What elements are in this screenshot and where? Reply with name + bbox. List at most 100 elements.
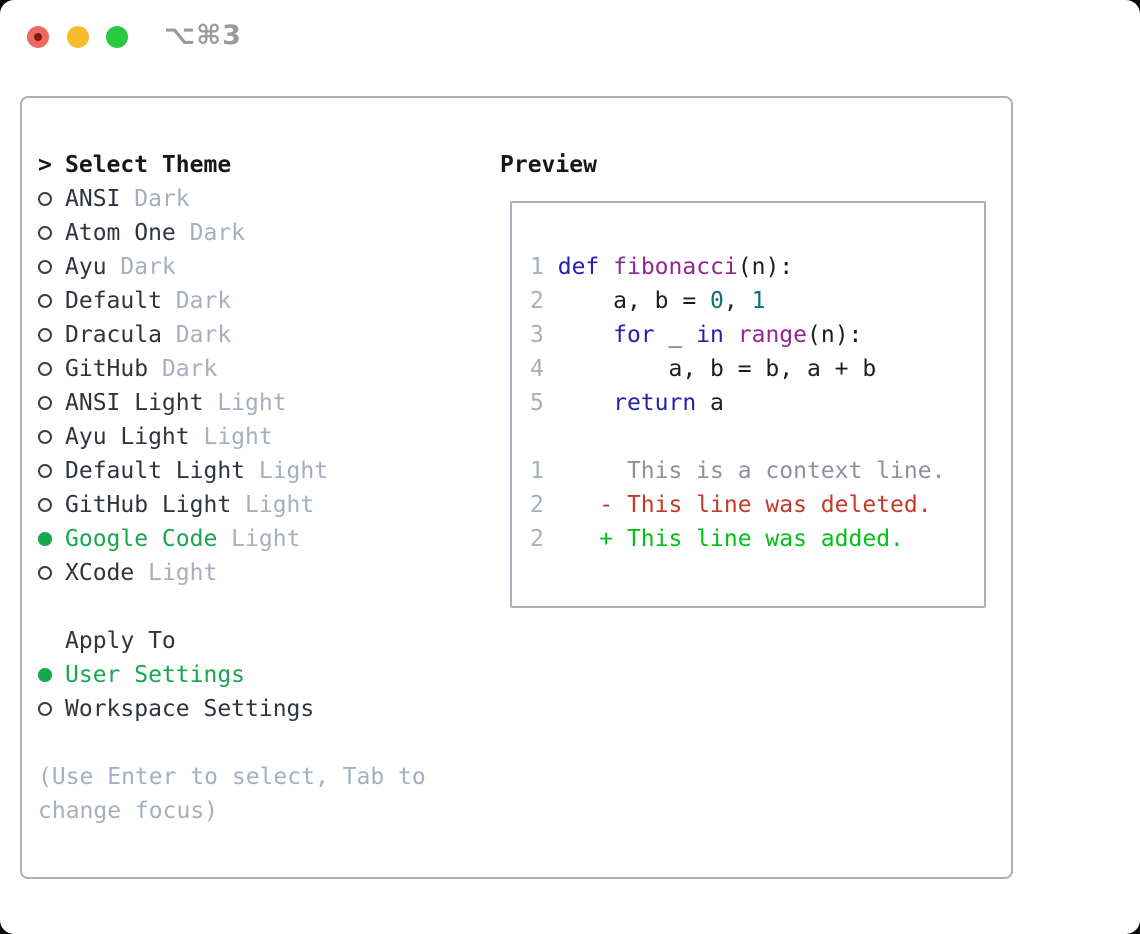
radio-icon — [38, 294, 52, 308]
window-title: ⌥⌘3 — [164, 20, 242, 51]
theme-option-google-code[interactable]: Google Code Light — [38, 522, 498, 556]
code-segment: , — [723, 288, 752, 314]
line-number: 1 — [530, 458, 544, 484]
radio-selected-icon — [38, 532, 52, 546]
theme-name: Default — [65, 288, 162, 314]
code-segment: 0 — [710, 288, 724, 314]
code-segment: - This line was deleted. — [543, 492, 932, 518]
theme-name: ANSI Light — [65, 390, 204, 416]
theme-option-github[interactable]: GitHub Dark — [38, 352, 498, 386]
apply-option-label: User Settings — [65, 662, 246, 688]
titlebar: ⌥⌘3 — [0, 0, 1140, 74]
apply-option-user-settings[interactable]: User Settings — [38, 658, 498, 692]
theme-name: Ayu — [65, 254, 107, 280]
theme-name: GitHub — [65, 356, 149, 382]
theme-variant: Dark — [175, 220, 246, 246]
code-line: 5 return a — [530, 386, 945, 420]
theme-option-dracula[interactable]: Dracula Dark — [38, 318, 498, 352]
code-segment: a, b = b, a + b — [543, 356, 877, 382]
theme-variant: Dark — [120, 186, 190, 212]
code-segment — [544, 390, 613, 416]
apply-option-label: Workspace Settings — [65, 696, 315, 722]
radio-icon — [38, 226, 52, 240]
theme-name: Google Code — [65, 526, 218, 552]
keyboard-hint-line-2: change focus) — [38, 798, 219, 824]
minimize-button[interactable] — [67, 26, 89, 48]
apply-option-workspace-settings[interactable]: Workspace Settings — [38, 692, 498, 726]
code-segment: return — [613, 390, 697, 416]
code-segment: + This line was added. — [543, 526, 904, 552]
line-number: 3 — [530, 322, 544, 348]
apply-to-heading: Apply To — [38, 624, 498, 658]
theme-variant: Light — [245, 458, 329, 484]
theme-option-atom-one[interactable]: Atom One Dark — [38, 216, 498, 250]
radio-icon — [38, 260, 52, 274]
spacer — [38, 726, 498, 760]
theme-option-ayu[interactable]: Ayu Dark — [38, 250, 498, 284]
keyboard-hint-line-1: (Use Enter to select, Tab to — [38, 764, 426, 790]
code-segment: (n): — [807, 322, 863, 348]
radio-icon — [38, 192, 52, 206]
line-number: 2 — [530, 288, 544, 314]
code-line: 2 a, b = 0, 1 — [530, 284, 945, 318]
radio-icon — [38, 362, 52, 376]
theme-variant: Light — [134, 560, 218, 586]
code-segment: range — [737, 322, 808, 348]
theme-name: GitHub Light — [65, 492, 232, 518]
theme-option-github-light[interactable]: GitHub Light Light — [38, 488, 498, 522]
theme-name: Dracula — [65, 322, 162, 348]
theme-name: Default Light — [65, 458, 246, 484]
code-segment: for — [613, 322, 655, 348]
code-segment — [724, 322, 738, 348]
code-line: 4 a, b = b, a + b — [530, 352, 945, 386]
prompt-caret: > — [38, 152, 52, 178]
code-segment — [544, 254, 558, 280]
theme-name: XCode — [65, 560, 135, 586]
code-segment: This is a context line. — [543, 458, 946, 484]
code-line: 1 def fibonacci(n): — [530, 250, 945, 284]
radio-icon — [38, 430, 52, 444]
theme-name: ANSI — [65, 186, 121, 212]
radio-icon — [38, 498, 52, 512]
code-line: 1 This is a context line. — [530, 454, 945, 488]
theme-option-default-light[interactable]: Default Light Light — [38, 454, 498, 488]
code-segment: _ — [654, 322, 697, 348]
theme-name: Ayu Light — [65, 424, 190, 450]
radio-selected-icon — [38, 668, 52, 682]
radio-icon — [38, 702, 52, 716]
theme-variant: Dark — [161, 322, 232, 348]
line-number: 2 — [530, 526, 544, 552]
code-blank-line — [530, 420, 945, 454]
code-segment: (n): — [737, 254, 794, 280]
code-segment: a, b = — [543, 288, 711, 314]
theme-variant: Light — [203, 390, 287, 416]
theme-variant: Light — [189, 424, 273, 450]
theme-variant: Dark — [148, 356, 218, 382]
code-segment: a — [696, 390, 724, 416]
theme-option-ayu-light[interactable]: Ayu Light Light — [38, 420, 498, 454]
radio-icon — [38, 566, 52, 580]
radio-icon — [38, 464, 52, 478]
code-segment — [599, 254, 613, 280]
line-number: 1 — [530, 254, 544, 280]
preview-heading: Preview — [500, 152, 597, 178]
close-button[interactable] — [27, 26, 49, 48]
theme-option-default[interactable]: Default Dark — [38, 284, 498, 318]
theme-option-ansi[interactable]: ANSI Dark — [38, 182, 498, 216]
zoom-button[interactable] — [106, 26, 128, 48]
line-number: 5 — [530, 390, 544, 416]
theme-variant: Light — [231, 492, 315, 518]
theme-option-xcode[interactable]: XCode Light — [38, 556, 498, 590]
theme-option-ansi-light[interactable]: ANSI Light Light — [38, 386, 498, 420]
code-line: 2 - This line was deleted. — [530, 488, 945, 522]
line-number: 4 — [530, 356, 544, 382]
code-segment: in — [696, 322, 724, 348]
code-segment: def — [557, 254, 600, 280]
radio-icon — [38, 396, 52, 410]
theme-variant: Dark — [161, 288, 232, 314]
